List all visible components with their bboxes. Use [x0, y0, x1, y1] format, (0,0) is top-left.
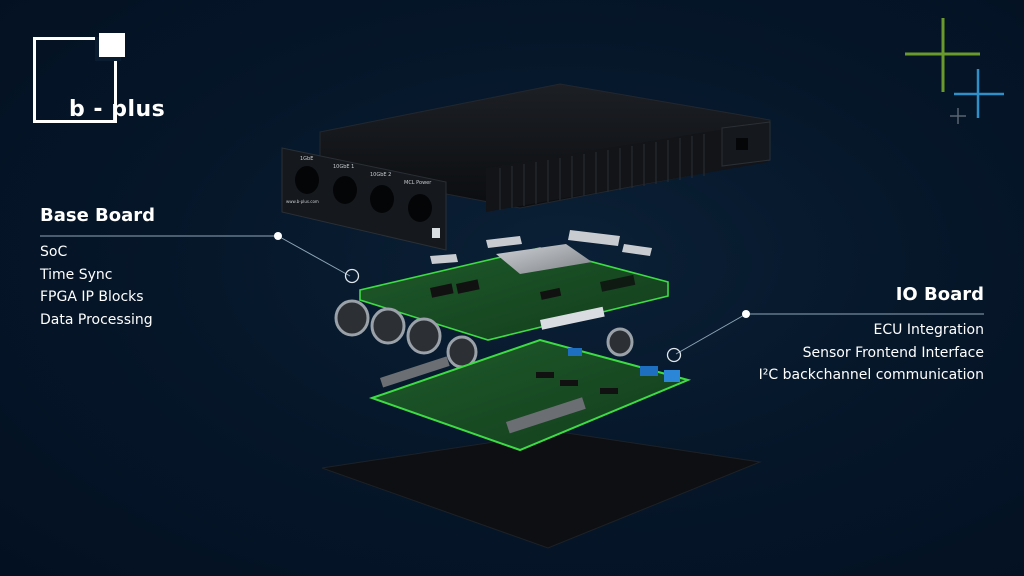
io-board-feature-list: ECU Integration Sensor Frontend Interfac… — [759, 319, 984, 387]
base-board-pcb — [359, 244, 669, 341]
port-label-3: 10GbE 2 — [370, 172, 391, 178]
logo-square — [99, 33, 125, 57]
thermal-pads — [430, 230, 652, 264]
port-label-2: 10GbE 1 — [333, 164, 354, 170]
b-plus-logo: b - plus — [33, 33, 165, 127]
base-board-title: Base Board — [40, 205, 156, 226]
panel-url: www.b-plus.com — [286, 199, 319, 204]
list-item: SoC — [40, 244, 68, 260]
circular-connectors — [334, 299, 634, 369]
front-panel: 1GbE 10GbE 1 10GbE 2 MCL Power www.b-plu… — [281, 147, 447, 251]
io-board-title: IO Board — [895, 284, 984, 305]
list-item: Sensor Frontend Interface — [802, 344, 984, 361]
list-item: ECU Integration — [873, 322, 984, 338]
decorative-crosses-icon — [905, 18, 1004, 124]
io-board-pcb — [368, 338, 692, 452]
io-board-callout-line — [666, 310, 984, 363]
logo-frame — [33, 37, 117, 123]
logo-text: b - plus — [69, 97, 166, 122]
list-item: Time Sync — [40, 266, 113, 283]
list-item: Data Processing — [40, 311, 153, 328]
base-board-callout-line — [40, 232, 360, 284]
bottom-plate — [321, 431, 762, 549]
port-label-1: 1GbE — [300, 156, 313, 162]
housing-lid — [319, 83, 771, 212]
list-item: FPGA IP Blocks — [40, 289, 144, 305]
base-board-feature-list: SoC Time Sync FPGA IP Blocks Data Proces… — [40, 241, 153, 331]
port-label-4: MCL Power — [404, 180, 432, 186]
list-item: I²C backchannel communication — [758, 367, 984, 383]
heat-sink-fins — [499, 134, 705, 210]
